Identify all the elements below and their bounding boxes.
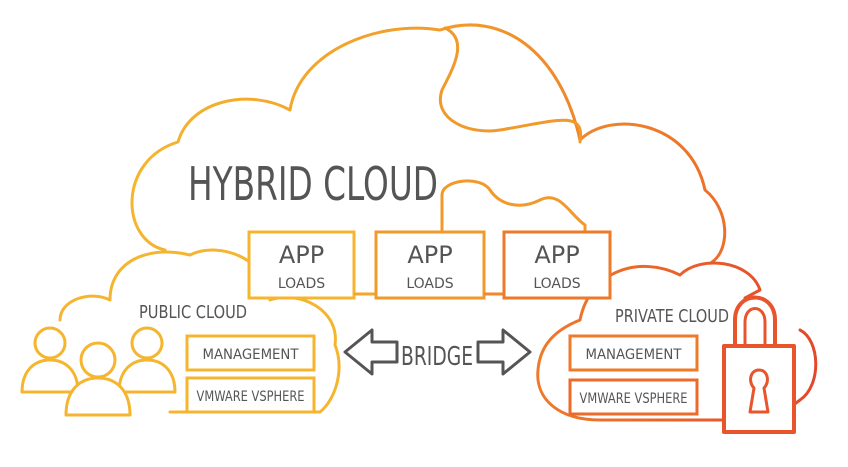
app-load-line1: APP xyxy=(279,241,324,269)
puzzle-cut-icon xyxy=(438,26,583,144)
double-arrow-icon xyxy=(343,328,399,376)
people-icon xyxy=(20,326,177,417)
hybrid-cloud-outline xyxy=(130,23,727,264)
private-cloud-label: PRIVATE CLOUD xyxy=(615,306,729,327)
public-management-label: MANAGEMENT xyxy=(203,347,299,363)
private-vsphere-label: VMWARE VSPHERE xyxy=(580,391,688,407)
public-vsphere-box xyxy=(185,376,316,414)
app-load-line2: LOADS xyxy=(406,276,453,292)
app-load-box: APP LOADS xyxy=(502,230,612,300)
public-vsphere-label: VMWARE VSPHERE xyxy=(197,389,305,405)
diagram-title: HYBRID CLOUD xyxy=(188,157,438,211)
bridge-label: BRIDGE xyxy=(401,342,473,372)
public-cloud-outline xyxy=(58,248,341,414)
app-load-line2: LOADS xyxy=(278,276,325,292)
padlock-icon xyxy=(722,295,796,434)
private-vsphere-box xyxy=(568,378,699,416)
private-management-label: MANAGEMENT xyxy=(586,347,682,363)
app-load-line1: APP xyxy=(534,241,579,269)
app-load-line2: LOADS xyxy=(533,276,580,292)
app-load-line1: APP xyxy=(407,241,452,269)
app-load-box: APP LOADS xyxy=(374,230,486,300)
public-management-box xyxy=(185,334,316,372)
public-cloud-label: PUBLIC CLOUD xyxy=(139,302,247,323)
private-management-box xyxy=(568,334,699,372)
app-load-box: APP LOADS xyxy=(247,230,356,300)
